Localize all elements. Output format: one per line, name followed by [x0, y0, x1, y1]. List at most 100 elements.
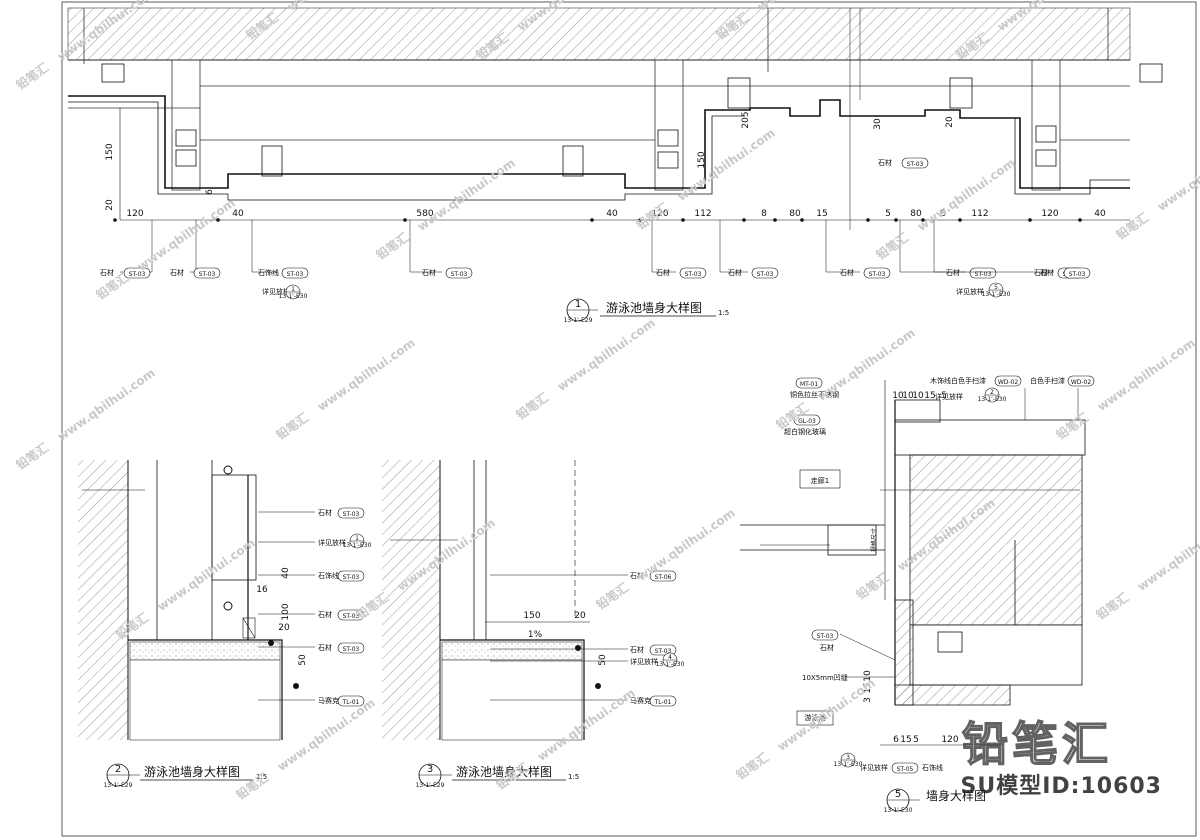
detail-2-number: 2: [115, 764, 121, 775]
d3-tag-0: ST-06: [649, 570, 677, 582]
dim-tick: [638, 218, 642, 222]
ref-1-sheet: 13-1'-E30: [279, 293, 308, 300]
top-vdim-3: 150: [697, 151, 707, 168]
d2-tag-4: ST-03: [337, 642, 365, 654]
top-callout-tag-4-text: ST-03: [685, 271, 702, 278]
top-dim-2: 580: [416, 209, 433, 219]
top-vdim-6: 20: [945, 116, 955, 128]
d5-ref-2: 213-1'-E30: [978, 387, 1007, 403]
detail-1-scale: 1:5: [718, 309, 729, 317]
top-callout-label-1: 石材: [170, 268, 184, 277]
d5-bottom-dim-3: 120: [941, 735, 958, 745]
d3-tag-1-text: ST-03: [655, 648, 672, 655]
d5-top-dim-2: 10: [912, 391, 924, 401]
top-callout-label-0: 石材: [100, 268, 114, 277]
d3-tag-0-text: ST-06: [655, 574, 672, 581]
d5-ref-3-sheet: 13-1'-E30: [834, 761, 863, 768]
top-vdim-2: 6: [205, 189, 215, 195]
detail-5-number: 5: [895, 789, 901, 800]
watermark-site: www.qbilhui.com: [155, 536, 258, 614]
d2-dim-2: 100: [281, 603, 291, 620]
ref-5: 513-1'-E30: [982, 282, 1011, 298]
watermark-site: www.qbilhui.com: [135, 196, 238, 274]
d2-label-5: 马赛克: [318, 696, 339, 705]
d3-dim-2: 1%: [528, 630, 543, 640]
d2-tag-0-text: ST-03: [343, 511, 360, 518]
watermark-site: www.qbilhui.com: [55, 366, 158, 444]
d5-label-st03: 石材: [820, 643, 834, 652]
top-callout-tag-10-text: ST-03: [907, 161, 924, 168]
top-callout-tag-5: ST-03: [751, 267, 779, 279]
d2-ref-1-num: 1: [355, 535, 359, 542]
ref-1-num: 1: [291, 286, 295, 293]
d2-label-3: 石材: [318, 610, 332, 619]
top-callout-label-10: 石材: [878, 158, 892, 167]
d5-label-see2: 详见放样: [935, 392, 963, 401]
top-dim-5: 112: [694, 209, 711, 219]
detail-5-title-text: 墙身大样图: [926, 788, 986, 803]
sheet-border: [61, 1, 1197, 837]
top-callout-tag-1: ST-03: [193, 267, 221, 279]
watermark-brand: 铅笔汇: [732, 750, 771, 784]
top-callout-tag-9-text: ST-03: [1069, 271, 1086, 278]
top-dim-11: 8: [940, 209, 946, 219]
d5-top-dim-4: 5: [941, 391, 947, 401]
dim-tick: [958, 218, 962, 222]
stamp-id: SU模型ID:10603: [960, 774, 1162, 799]
watermark-site: www.qbilhui.com: [1155, 136, 1200, 214]
top-callout-label-7: 石材: [946, 268, 960, 277]
d5-ref-2-sheet: 13-1'-E30: [978, 396, 1007, 403]
detail-3-number: 3: [427, 764, 433, 775]
d2-tag-2: ST-03: [337, 570, 365, 582]
top-callout-tag-9: ST-03: [1063, 267, 1091, 279]
d5-tag-st03: ST-03: [811, 629, 839, 641]
d5-room-corridor: 走廊1: [811, 476, 829, 485]
dim-tick: [800, 218, 804, 222]
top-callout-tag-2-text: ST-03: [287, 271, 304, 278]
top-dim-12: 112: [971, 209, 988, 219]
d5-top-dim-0: 10: [892, 391, 904, 401]
detail-3-sheet-ref: 13-1'-E29: [416, 782, 445, 789]
watermark-brand: 铅笔汇: [1112, 210, 1151, 244]
see-detail-1: 详见放样: [262, 287, 290, 296]
d5-ref-3: 313-1'-E30: [834, 752, 863, 768]
dim-tick: [921, 218, 925, 222]
detail-1-title: 1 13-1'-E29 游泳池墙身大样图 1:5: [564, 298, 729, 324]
d3-ref-2-sheet: 13-1'-E30: [656, 661, 685, 668]
detail-2-title-text: 游泳池墙身大样图: [144, 764, 240, 779]
d2-ref-1-sheet: 13-1'-E30: [343, 542, 372, 549]
top-callout-tag-3-text: ST-03: [451, 271, 468, 278]
d5-label-wd02a: 木饰线白色手扫漆: [930, 376, 986, 385]
d5-bottom-dim-0: 6: [893, 735, 899, 745]
d5-label-wd02b: 白色手扫漆: [1030, 376, 1065, 385]
top-dim-3: 40: [606, 209, 618, 219]
d2-label-2: 石饰线: [318, 571, 339, 580]
ref-5-sheet: 13-1'-E30: [982, 291, 1011, 298]
top-dim-9: 5: [885, 209, 891, 219]
top-callout-label-3: 石材: [422, 268, 436, 277]
watermark-site: www.qbilhui.com: [1095, 336, 1198, 414]
d5-ref-3-num: 3: [846, 754, 850, 761]
top-callout-label-4: 石材: [656, 268, 670, 277]
d2-tag-5: TL-01: [337, 695, 365, 707]
detail-1-title-text: 游泳池墙身大样图: [606, 300, 702, 315]
dim-tick: [590, 218, 594, 222]
top-dim-14: 40: [1094, 209, 1106, 219]
d3-ref-2-num: 4: [668, 654, 672, 661]
d2-dim-4: 50: [298, 654, 308, 666]
watermark-brand: 铅笔汇: [12, 60, 51, 94]
d5-side-dim-1: 15: [863, 682, 873, 693]
d5-label-gl03: 超白钢化玻璃: [784, 427, 826, 436]
detail-5-section: [740, 380, 1086, 706]
d5-tag-mt01: MT-01: [795, 377, 823, 389]
top-callout-label-2: 石饰线: [258, 268, 279, 277]
top-callout-tag-6: ST-03: [863, 267, 891, 279]
detail-2-section: [78, 460, 299, 741]
d2-dim-0: 40: [281, 567, 291, 579]
